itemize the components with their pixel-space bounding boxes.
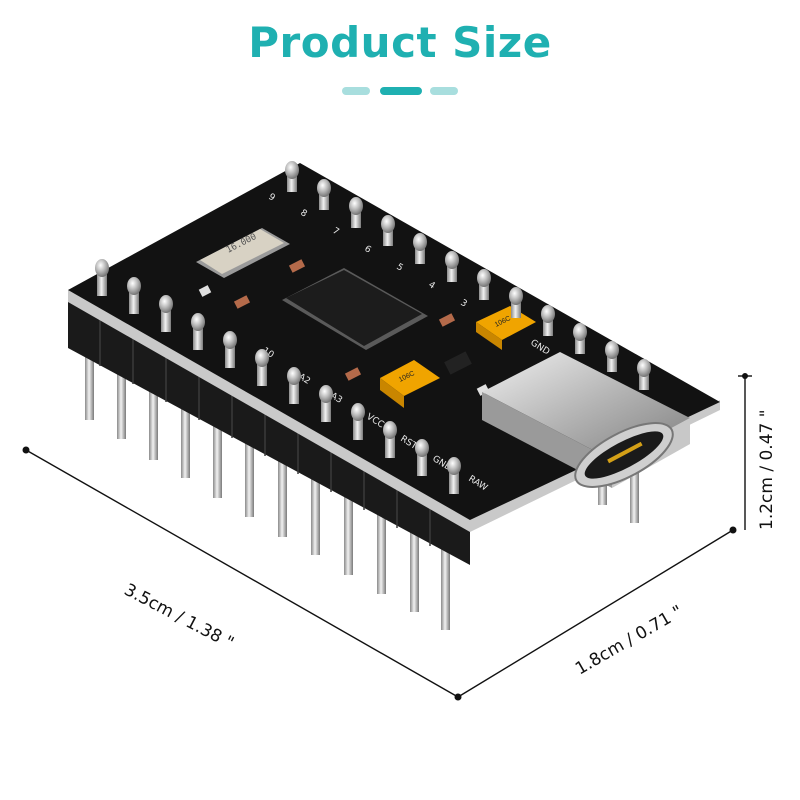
usb-c-port-icon bbox=[482, 352, 690, 488]
svg-text:7: 7 bbox=[330, 226, 340, 238]
board-edge bbox=[68, 290, 720, 532]
title-underline-center bbox=[380, 87, 422, 95]
title-underline-right bbox=[430, 87, 458, 95]
top-pin-row-back bbox=[285, 161, 651, 390]
svg-text:3: 3 bbox=[458, 298, 468, 310]
page-title: Product Size bbox=[248, 18, 552, 67]
dimension-lines bbox=[25, 375, 752, 698]
width-dimension-line bbox=[457, 529, 734, 698]
smd-components bbox=[198, 259, 490, 396]
capacitor-2: 106C bbox=[380, 360, 440, 408]
svg-text:5: 5 bbox=[394, 262, 404, 274]
svg-text:9: 9 bbox=[266, 192, 276, 204]
dimension-endpoints bbox=[22, 373, 748, 701]
top-pin-row-front bbox=[95, 259, 461, 494]
title-underline-left bbox=[342, 87, 370, 95]
svg-text:8: 8 bbox=[298, 208, 308, 220]
microcontroller-chip-icon bbox=[282, 268, 428, 350]
crystal-oscillator-icon: 16.000 bbox=[196, 228, 290, 278]
pin-header-strip bbox=[68, 300, 470, 565]
length-dimension-line bbox=[25, 449, 459, 698]
svg-text:4: 4 bbox=[426, 280, 436, 292]
svg-text:6: 6 bbox=[362, 244, 372, 256]
height-dimension-label: 1.2cm / 0.47 " bbox=[757, 409, 777, 530]
lower-pin-row bbox=[85, 340, 639, 630]
